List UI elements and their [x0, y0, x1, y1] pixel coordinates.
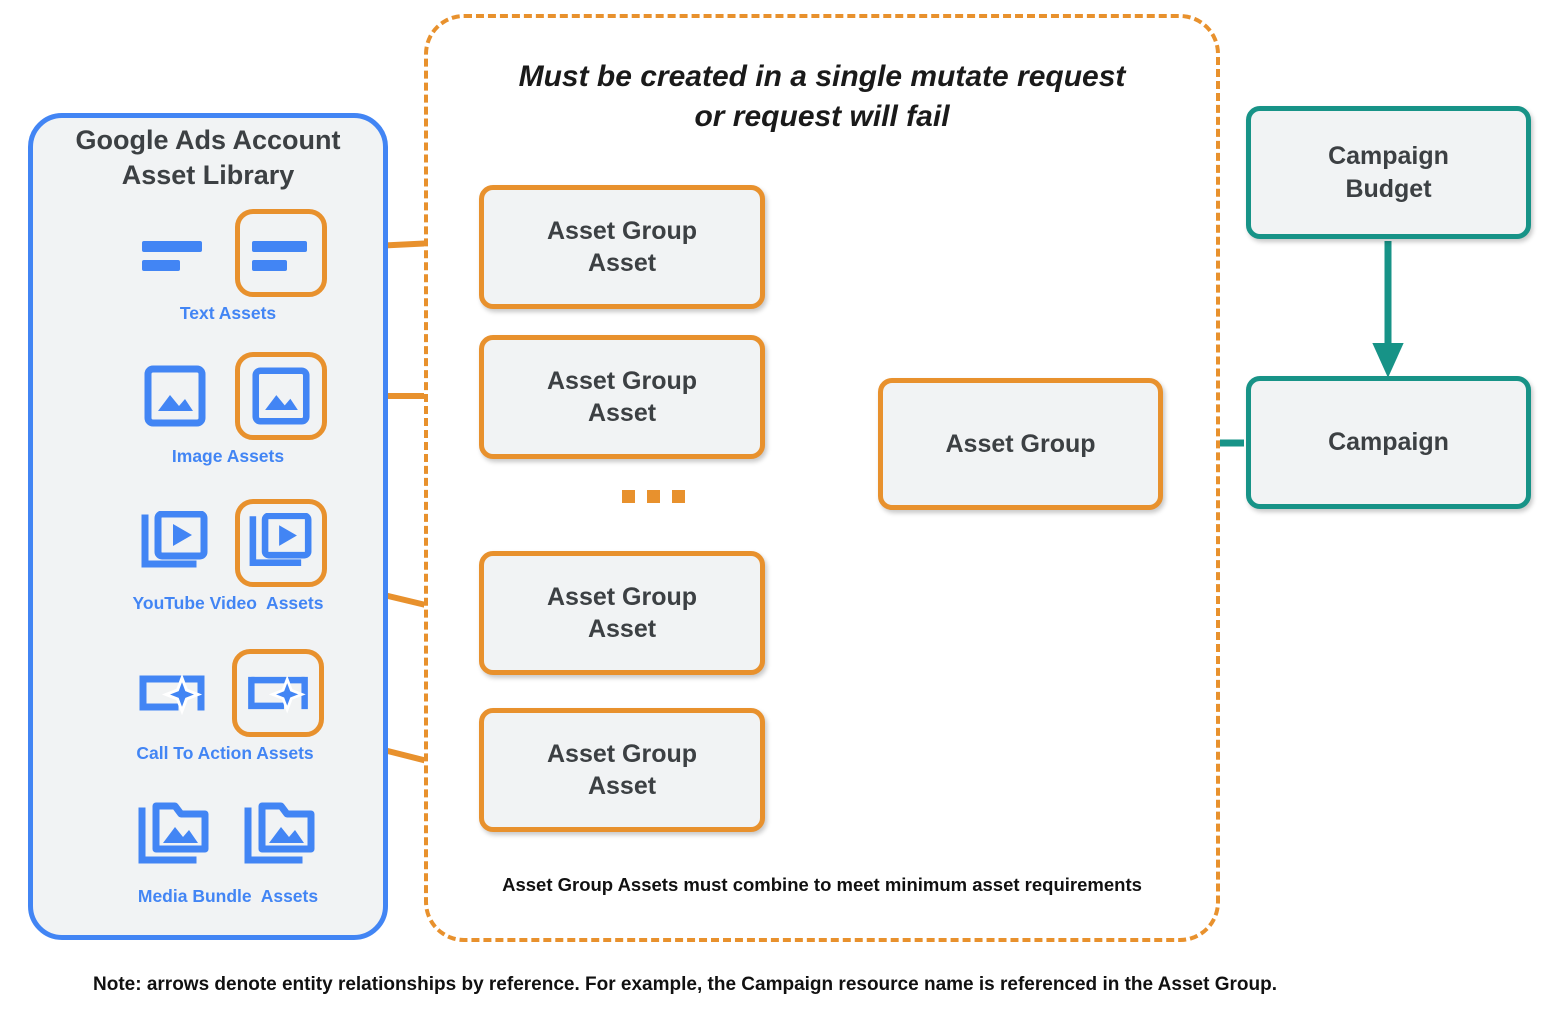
asset-row-cta: Call To Action Assets [110, 645, 340, 764]
campaign-budget-line2: Budget [1345, 174, 1432, 203]
text-lines-icon [252, 241, 307, 271]
asset-icons-text [118, 205, 338, 301]
asset-label-video: YouTube Video Assets [132, 593, 324, 613]
asset-row-text: Text Assets [118, 205, 338, 324]
video-stack-icon [141, 511, 208, 568]
asset-group-asset-node-3[interactable]: Asset Group Asset [479, 551, 765, 675]
video-stack-icon [249, 513, 312, 566]
text-lines-icon [142, 241, 202, 271]
call-to-action-icon [248, 675, 308, 714]
call-to-action-icon-plain [126, 649, 218, 737]
aga-2-line2: Asset [587, 399, 657, 427]
ellipsis-dot [647, 490, 660, 503]
aga-4-line2: Asset [587, 772, 657, 800]
asset-group-asset-node-4[interactable]: Asset Group Asset [479, 708, 765, 832]
asset-icons-video [108, 495, 348, 591]
mutate-panel-heading: Must be created in a single mutate reque… [440, 57, 1204, 136]
media-bundle-icon [138, 802, 209, 864]
asset-icons-media-bundle [108, 788, 348, 884]
campaign-budget-line1: Campaign [1328, 142, 1449, 170]
asset-icons-cta [110, 645, 340, 741]
asset-library-title: Google Ads Account Asset Library [28, 123, 388, 192]
ellipsis-indicator [622, 490, 685, 503]
asset-group-asset-node-2[interactable]: Asset Group Asset [479, 335, 765, 459]
text-lines-icon-highlighted [235, 209, 327, 297]
image-icon-highlighted [235, 352, 327, 440]
video-stack-icon-highlighted [235, 499, 327, 587]
aga-2-line1: Asset Group [546, 366, 698, 395]
asset-label-media-bundle: Media Bundle Assets [137, 886, 319, 906]
call-to-action-icon [139, 673, 205, 716]
mutate-panel-footnote: Asset Group Assets must combine to meet … [502, 874, 1142, 895]
asset-group-asset-node-1[interactable]: Asset Group Asset [479, 185, 765, 309]
asset-library-title-line2: Asset Library [121, 159, 295, 190]
asset-group-node[interactable]: Asset Group [878, 378, 1163, 510]
image-icon-plain [129, 352, 221, 440]
asset-row-video: YouTube Video Assets [108, 495, 348, 614]
aga-1-line2: Asset [587, 249, 657, 277]
asset-label-text: Text Assets [179, 303, 277, 323]
asset-library-title-line1: Google Ads Account [75, 125, 341, 155]
asset-row-image: Image Assets [118, 348, 338, 467]
campaign-budget-node[interactable]: Campaign Budget [1246, 106, 1531, 239]
mutate-heading-line2: or request will fail [694, 99, 950, 133]
aga-4-line1: Asset Group [546, 739, 698, 768]
aga-1-line1: Asset Group [546, 216, 698, 245]
video-stack-icon-plain [129, 499, 221, 587]
asset-label-image: Image Assets [171, 446, 285, 466]
campaign-label: Campaign [1328, 428, 1449, 457]
call-to-action-icon-highlighted [232, 649, 324, 737]
media-bundle-icon-plain-1 [129, 792, 221, 880]
asset-group-label: Asset Group [945, 429, 1096, 458]
ellipsis-dot [622, 490, 635, 503]
aga-3-line1: Asset Group [546, 582, 698, 611]
campaign-node[interactable]: Campaign [1246, 376, 1531, 509]
aga-3-line2: Asset [587, 615, 657, 643]
media-bundle-icon-plain-2 [235, 792, 327, 880]
image-icon [144, 365, 206, 427]
text-lines-icon-plain [129, 209, 221, 297]
ellipsis-dot [672, 490, 685, 503]
mutate-heading-line1: Must be created in a single mutate reque… [518, 60, 1126, 93]
asset-label-cta: Call To Action Assets [136, 743, 314, 763]
asset-icons-image [118, 348, 338, 444]
diagram-note: Note: arrows denote entity relationships… [93, 974, 1277, 995]
asset-row-media-bundle: Media Bundle Assets [108, 788, 348, 907]
media-bundle-icon [244, 802, 315, 864]
image-icon [252, 367, 310, 425]
